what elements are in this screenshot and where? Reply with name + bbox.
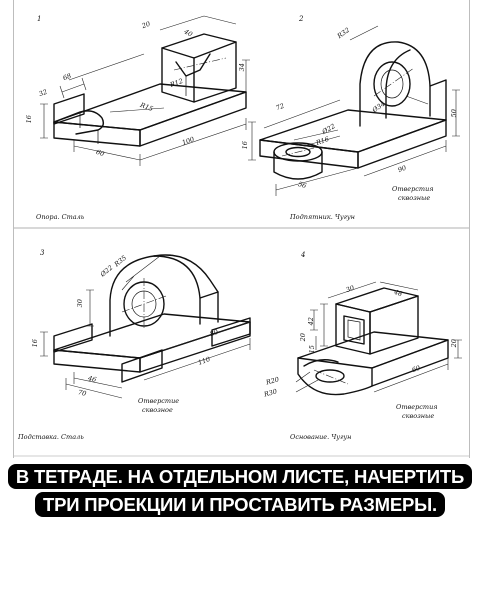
figure-2-caption: Подпятник. Чугун xyxy=(290,213,355,221)
fig3-note-1: Отверстие xyxy=(138,397,180,405)
fig3-dim: 46 xyxy=(87,374,98,384)
drawings-svg xyxy=(14,15,469,457)
figure-1-index: 1 xyxy=(37,15,42,23)
fig3-dim: 70 xyxy=(77,388,88,398)
instruction-text: В ТЕТРАДЕ. НА ОТДЕЛЬНОМ ЛИСТЕ, НАЧЕРТИТЬ… xyxy=(7,464,473,517)
fig4-note-2: сквозные xyxy=(402,412,435,420)
figure-1-caption: Опора. Сталь xyxy=(36,213,85,221)
fig1-dim: 34 xyxy=(237,63,246,72)
fig3-note-2: сквозное xyxy=(142,406,173,414)
figure-3-index: 3 xyxy=(40,249,45,257)
figure-4-drawing xyxy=(295,281,462,396)
figure-4-index: 4 xyxy=(301,251,306,259)
drawing-sheet: 1 2 3 4 20 40 34 R12 68 32 16 R15 60 100… xyxy=(13,0,470,458)
figure-4-caption: Основание. Чугун xyxy=(290,433,352,441)
fig2-note-2: сквозные xyxy=(398,194,431,202)
figure-3-caption: Подставка. Сталь xyxy=(18,433,84,441)
fig4-dim: 15 xyxy=(307,345,316,354)
fig3-dim: 16 xyxy=(30,339,39,348)
figure-3-drawing xyxy=(40,254,251,399)
figure-2-index: 2 xyxy=(299,15,304,23)
fig4-note-1: Отверстия xyxy=(396,403,438,411)
fig3-dim: 30 xyxy=(75,299,84,308)
fig4-dim: 20 xyxy=(298,333,307,342)
fig2-dim: 50 xyxy=(449,109,458,118)
fig4-dim: 42 xyxy=(306,317,315,326)
fig4-dim: 20 xyxy=(449,339,458,348)
fig2-note-1: Отверстия xyxy=(392,185,434,193)
instruction-overlay: В ТЕТРАДЕ. НА ОТДЕЛЬНОМ ЛИСТЕ, НАЧЕРТИТЬ… xyxy=(0,463,480,519)
fig2-dim: 56 xyxy=(297,180,308,190)
figure-2-drawing xyxy=(248,25,460,196)
fig1-dim: 16 xyxy=(24,115,33,124)
figure-1-drawing xyxy=(40,15,250,166)
fig2-dim: 16 xyxy=(240,141,249,150)
